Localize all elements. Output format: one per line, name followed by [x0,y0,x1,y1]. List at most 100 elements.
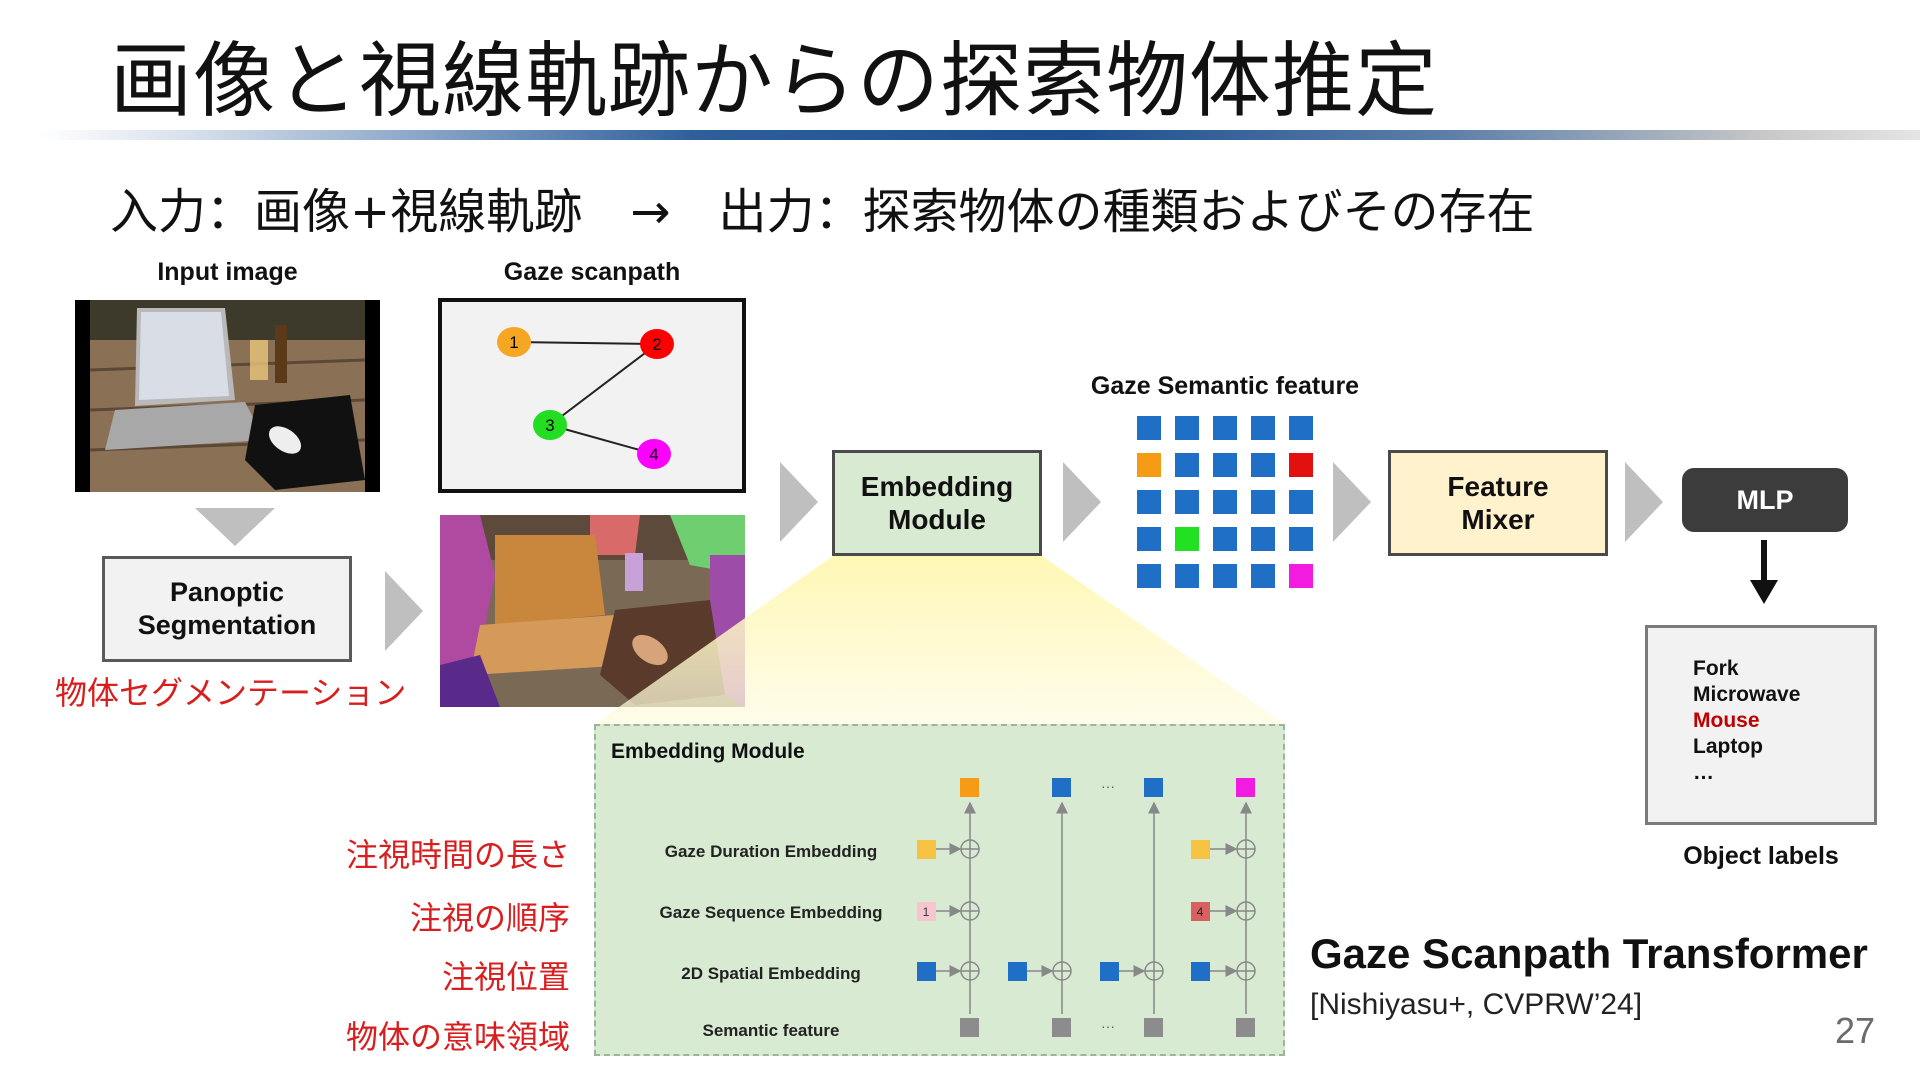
feature-cell [1251,564,1275,588]
embedding-detail-title: Embedding Module [611,740,805,763]
jp-gaze-position: 注視位置 [441,958,570,996]
spatial-token-1 [917,962,936,981]
right-arrow-icon [1333,462,1371,542]
feature-cell [1137,416,1161,440]
input-image-label: Input image [157,258,298,286]
right-arrow-icon [780,462,818,542]
mlp-box: MLP [1682,468,1848,532]
panoptic-line2: Segmentation [137,610,317,640]
feature-cell [1175,490,1199,514]
object-labels-caption: Object labels [1683,842,1839,870]
feature-cell [1175,416,1199,440]
gaze-semantic-grid [1137,416,1313,588]
feature-cell [1213,527,1237,551]
feature-cell [1251,490,1275,514]
slide-title: 画像と視線軌跡からの探索物体推定 [110,34,1439,129]
feature-cell [1137,564,1161,588]
jp-gaze-sequence: 注視の順序 [409,899,570,937]
method-reference: [Nishiyasu+, CVPRW’24] [1310,988,1643,1021]
duration-token-1 [917,840,936,859]
embedding-flow-diagram: 1 4 ··· ··· [917,778,1256,1037]
output-token-3 [1144,778,1163,797]
feature-cell [1175,527,1199,551]
jp-semantic-region: 物体の意味領域 [345,1018,570,1056]
page-number: 27 [1835,1010,1876,1051]
scanpath-panel: 1 2 3 4 [438,298,746,493]
fixation-2: 2 [640,329,674,359]
right-arrow-icon [385,571,423,651]
right-arrow-icon [1063,462,1101,542]
feature-cell [1213,416,1237,440]
semantic-token-2 [1052,1018,1071,1037]
feature-cell [1251,416,1275,440]
sequence-token-1 [917,902,936,921]
output-token-1 [960,778,979,797]
feature-cell [1251,453,1275,477]
row-gaze-duration: Gaze Duration Embedding [664,842,878,861]
feature-cell [1289,416,1313,440]
feature-cell [1289,453,1313,477]
feature-cell [1289,564,1313,588]
segmentation-jp-note: 物体セグメンテーション [55,674,407,712]
svg-text:1: 1 [509,333,518,352]
svg-text:4: 4 [1197,905,1204,919]
down-arrow-icon [195,508,275,546]
feature-cell [1175,564,1199,588]
object-label-item: Laptop [1693,735,1763,758]
output-token-2 [1052,778,1071,797]
object-label-item: Fork [1693,657,1739,680]
output-token-4 [1236,778,1255,797]
fixation-3: 3 [533,410,567,440]
row-semantic: Semantic feature [702,1021,840,1040]
svg-text:···: ··· [1101,1018,1115,1034]
feature-cell [1175,453,1199,477]
semantic-token-4 [1236,1018,1255,1037]
svg-text:1: 1 [923,905,930,919]
jp-gaze-duration: 注視時間の長さ [345,836,570,874]
svg-text:4: 4 [649,445,658,464]
feature-cell [1289,527,1313,551]
panoptic-segmentation-box: Panoptic Segmentation [102,556,352,662]
zoom-highlight [595,556,1285,724]
semantic-token-3 [1144,1018,1163,1037]
spatial-token-3 [1100,962,1119,981]
spatial-token-4 [1191,962,1210,981]
arrow-down-icon [1750,540,1778,604]
row-spatial: 2D Spatial Embedding [681,964,861,983]
laptop-photo [75,300,380,492]
svg-text:2: 2 [652,335,661,354]
svg-text:3: 3 [545,416,554,435]
mixer-line2: Mixer [1461,504,1535,535]
row-gaze-sequence: Gaze Sequence Embedding [659,903,883,922]
feature-cell [1137,490,1161,514]
scanpath-diagram: 1 2 3 4 [497,327,674,469]
right-arrow-icon [1625,462,1663,542]
title-divider [40,130,1920,140]
feature-cell [1213,564,1237,588]
embedding-detail-panel: Embedding Module Gaze Duration Embedding… [594,724,1285,1056]
embedding-line1: Embedding [860,471,1014,502]
feature-cell [1289,490,1313,514]
embedding-line2: Module [888,504,986,535]
scanpath-label: Gaze scanpath [503,258,681,286]
object-label-item: … [1693,761,1714,784]
mixer-line1: Feature [1447,471,1549,502]
feature-cell [1137,453,1161,477]
object-label-item: Mouse [1693,709,1760,732]
slide-subtitle: 入力：画像+視線軌跡 → 出力：探索物体の種類およびその存在 [110,184,1535,240]
svg-text:···: ··· [1101,778,1115,794]
panoptic-line1: Panoptic [169,577,284,607]
embedding-module-box: Embedding Module [832,450,1042,556]
method-name: Gaze Scanpath Transformer [1310,930,1868,977]
gaze-semantic-label: Gaze Semantic feature [1090,372,1360,400]
spatial-token-2 [1008,962,1027,981]
feature-mixer-box: Feature Mixer [1388,450,1608,556]
feature-cell [1251,527,1275,551]
duration-token-4 [1191,840,1210,859]
sequence-token-4 [1191,902,1210,921]
feature-cell [1137,527,1161,551]
object-label-item: Microwave [1693,683,1801,706]
fixation-4: 4 [637,439,671,469]
